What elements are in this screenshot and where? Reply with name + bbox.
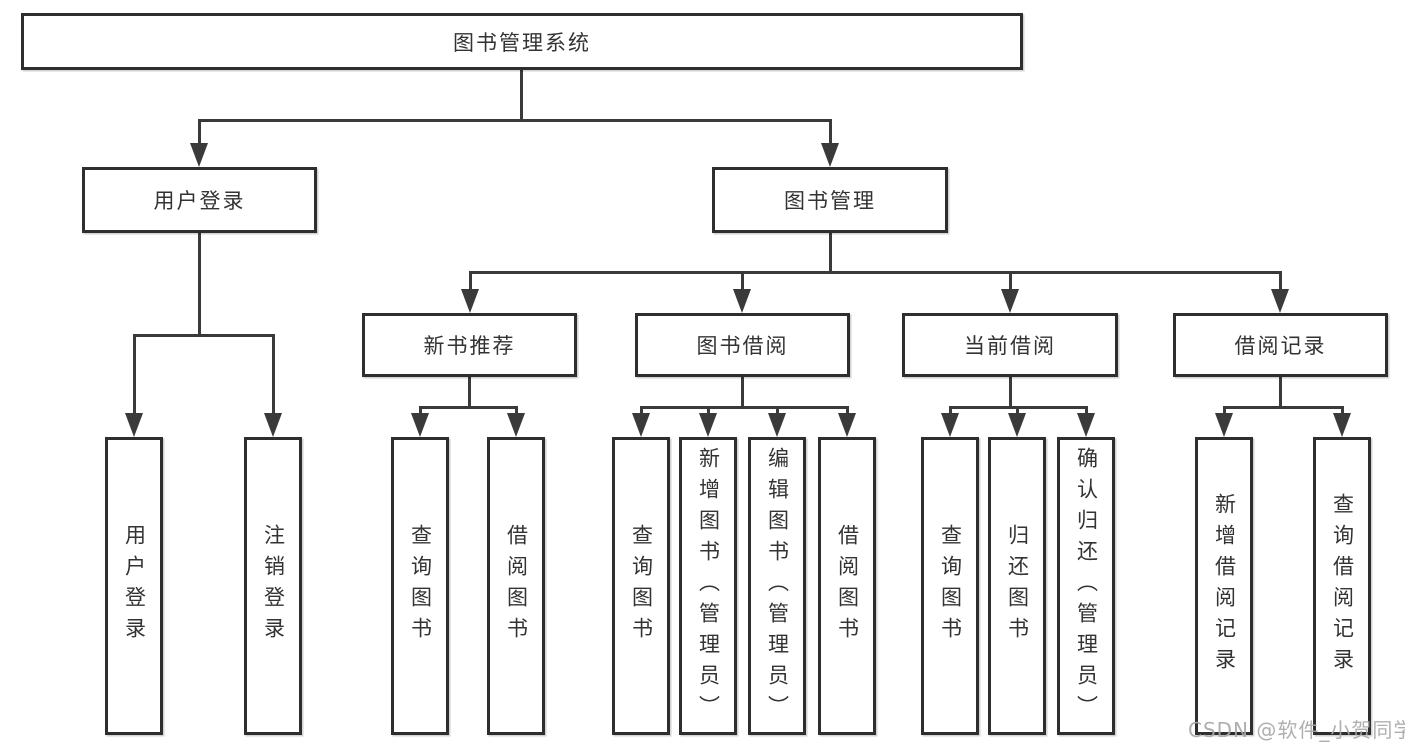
connector-mgmt-stem — [829, 233, 832, 274]
connector-borrowrecord-bar — [1223, 406, 1343, 409]
arrowhead-icon — [941, 413, 959, 437]
connector-newbook-c2 — [515, 406, 518, 417]
node-leaf-add-borrow-record: 新增借阅记录 — [1195, 437, 1253, 735]
node-label: 归还图书 — [1005, 524, 1030, 648]
connector-user-to-logout — [272, 334, 275, 416]
arrowhead-icon — [507, 413, 525, 437]
node-leaf-confirm-return-admin: 确认归还（管理员） — [1057, 437, 1115, 735]
arrowhead-icon — [821, 143, 839, 167]
node-label: 图书借阅 — [696, 334, 789, 358]
node-current-borrow: 当前借阅 — [902, 313, 1118, 377]
node-book-management: 图书管理 — [712, 167, 948, 233]
node-user-login-branch: 用户登录 — [82, 167, 317, 233]
connector-borrowrecord-stem — [1279, 377, 1282, 409]
node-label: 编辑图书（管理员） — [765, 446, 790, 726]
node-leaf-edit-books-admin: 编辑图书（管理员） — [748, 437, 806, 735]
arrowhead-icon — [190, 143, 208, 167]
connector-user-stem — [198, 233, 201, 337]
connector-currentborrow-stem — [1009, 377, 1012, 409]
node-label: 图书管理 — [784, 189, 876, 213]
arrowhead-icon — [411, 413, 429, 437]
connector-user-to-login — [133, 334, 136, 416]
node-label: 查询借阅记录 — [1330, 493, 1355, 679]
node-label: 用户登录 — [153, 189, 246, 213]
connector-bookborrow-c3 — [776, 406, 779, 417]
arrowhead-icon — [1271, 289, 1289, 313]
node-leaf-logout: 注销登录 — [244, 437, 302, 735]
arrowhead-icon — [1077, 413, 1095, 437]
node-label: 图书管理系统 — [453, 30, 591, 55]
node-label: 借阅图书 — [835, 524, 860, 648]
connector-mgmt-to-bookborrow — [741, 271, 744, 293]
connector-bookborrow-stem — [741, 377, 744, 409]
arrowhead-icon — [1333, 413, 1351, 437]
node-label: 用户登录 — [122, 524, 147, 648]
connector-root-to-mgmt — [829, 119, 832, 147]
arrowhead-icon — [838, 413, 856, 437]
arrowhead-icon — [1215, 413, 1233, 437]
node-label: 查询图书 — [629, 524, 654, 648]
arrowhead-icon — [768, 413, 786, 437]
node-label: 当前借阅 — [964, 334, 1056, 358]
connector-currentborrow-c3 — [1085, 406, 1088, 417]
connector-bookborrow-c4 — [846, 406, 849, 417]
csdn-watermark: CSDN @软件_小贺同学 — [1188, 718, 1405, 742]
node-leaf-user-login: 用户登录 — [105, 437, 163, 735]
node-label: 查询图书 — [938, 524, 963, 648]
connector-mgmt-to-borrowrecord — [1279, 271, 1282, 293]
connector-bookborrow-c1 — [640, 406, 643, 417]
node-label: 借阅记录 — [1234, 334, 1327, 358]
node-library-system: 图书管理系统 — [21, 13, 1023, 70]
connector-currentborrow-c2 — [1016, 406, 1019, 417]
connector-root-to-user — [198, 119, 201, 147]
connector-mgmt-to-currentborrow — [1009, 271, 1012, 293]
arrowhead-icon — [125, 413, 143, 437]
connector-mgmt-to-newbook — [469, 271, 472, 293]
node-label: 新增图书（管理员） — [696, 446, 721, 726]
node-leaf-query-borrow-record: 查询借阅记录 — [1313, 437, 1371, 735]
node-leaf-add-books-admin: 新增图书（管理员） — [679, 437, 737, 735]
node-label: 查询图书 — [408, 524, 433, 648]
arrowhead-icon — [1001, 289, 1019, 313]
connector-root-stem — [520, 70, 523, 122]
connector-bookborrow-c2 — [707, 406, 710, 417]
connector-newbook-c1 — [419, 406, 422, 417]
node-book-borrow: 图书借阅 — [635, 313, 850, 377]
node-leaf-query-books: 查询图书 — [612, 437, 670, 735]
connector-borrowrecord-c1 — [1223, 406, 1226, 417]
arrowhead-icon — [461, 289, 479, 313]
node-leaf-query-books: 查询图书 — [391, 437, 449, 735]
connector-root-bar — [198, 119, 832, 122]
arrowhead-icon — [699, 413, 717, 437]
arrowhead-icon — [264, 413, 282, 437]
node-label: 新增借阅记录 — [1212, 493, 1237, 679]
connector-mgmt-bar — [469, 271, 1282, 274]
connector-currentborrow-c1 — [949, 406, 952, 417]
node-leaf-borrow-books: 借阅图书 — [818, 437, 876, 735]
node-leaf-query-books: 查询图书 — [921, 437, 979, 735]
arrowhead-icon — [1008, 413, 1026, 437]
arrowhead-icon — [733, 289, 751, 313]
connector-newbook-bar — [419, 406, 518, 409]
node-borrow-record: 借阅记录 — [1173, 313, 1388, 377]
node-label: 注销登录 — [261, 524, 286, 648]
arrowhead-icon — [632, 413, 650, 437]
connector-newbook-stem — [468, 377, 471, 409]
node-leaf-return-books: 归还图书 — [988, 437, 1046, 735]
node-new-book-recommend: 新书推荐 — [362, 313, 577, 377]
connector-bookborrow-bar — [640, 406, 848, 409]
connector-borrowrecord-c2 — [1341, 406, 1344, 417]
connector-user-bar — [133, 334, 275, 337]
node-label: 借阅图书 — [504, 524, 529, 648]
node-leaf-borrow-books: 借阅图书 — [487, 437, 545, 735]
node-label: 新书推荐 — [423, 334, 516, 358]
node-label: 确认归还（管理员） — [1074, 446, 1099, 726]
